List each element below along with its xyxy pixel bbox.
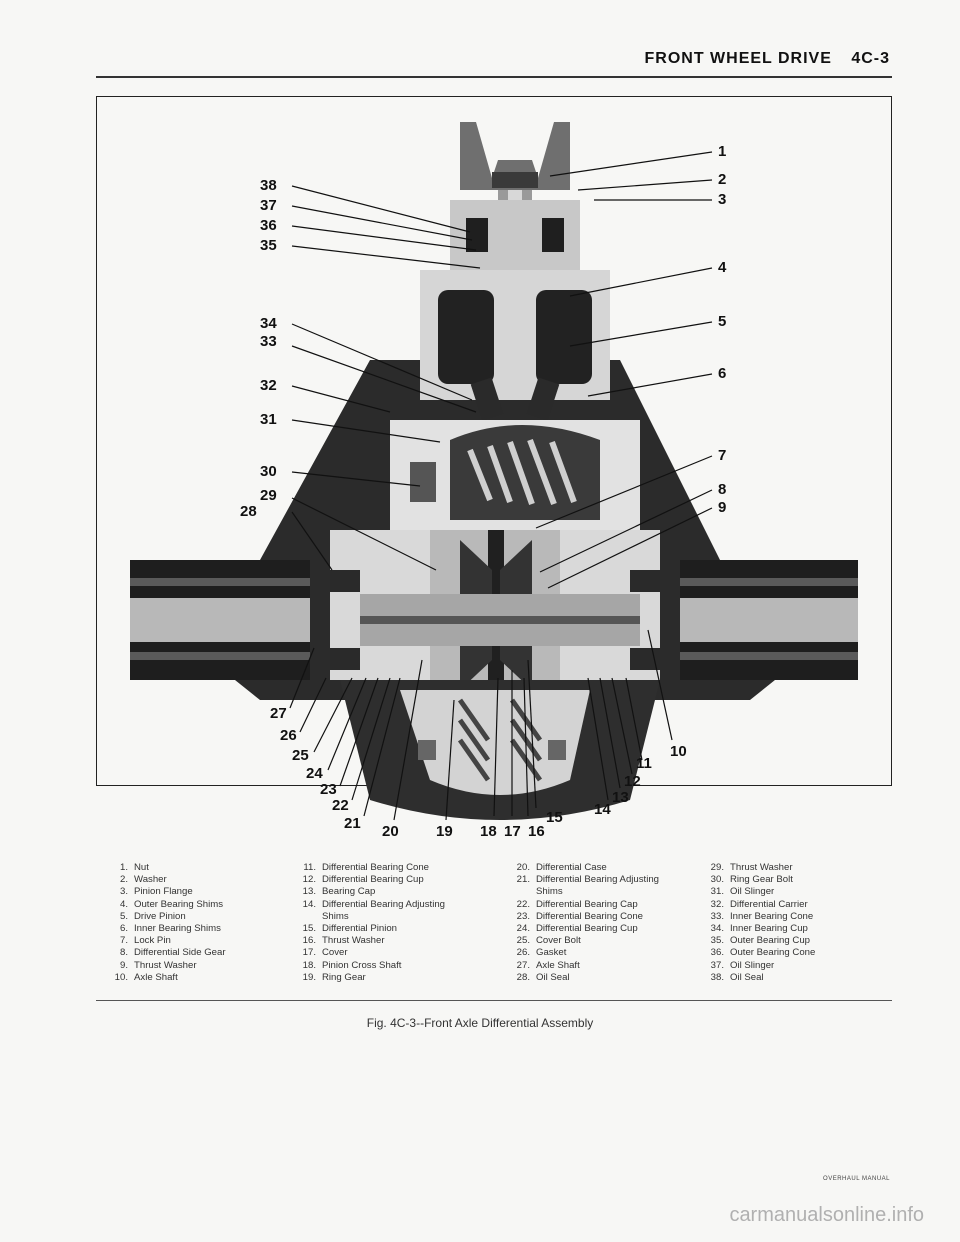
callout-38: 38 <box>260 177 277 194</box>
callout-29: 29 <box>260 487 277 504</box>
legend-item: 32.Differential Carrier <box>710 898 808 910</box>
legend-item: 8.Differential Side Gear <box>119 947 226 959</box>
legend-item: 33.Inner Bearing Cone <box>710 910 814 922</box>
callout-31: 31 <box>260 411 277 428</box>
header-page-number: 4C-3 <box>851 50 890 67</box>
callout-5: 5 <box>718 313 726 330</box>
callout-19: 19 <box>436 823 453 840</box>
footer-tag: OVERHAUL MANUAL <box>823 1176 890 1182</box>
callout-3: 3 <box>718 191 726 208</box>
legend-item: 24.Differential Bearing Cup <box>516 923 638 935</box>
callout-37: 37 <box>260 197 277 214</box>
callout-21: 21 <box>344 815 361 832</box>
callout-27: 27 <box>270 705 287 722</box>
legend-item: 6.Inner Bearing Shims <box>119 923 221 935</box>
callout-17: 17 <box>504 823 521 840</box>
callout-7: 7 <box>718 447 726 464</box>
legend-column-1: 1.Nut 2.Washer 3.Pinion Flange 4.Outer B… <box>112 862 226 984</box>
callout-22: 22 <box>332 797 349 814</box>
callout-25: 25 <box>292 747 309 764</box>
legend-item: 13.Bearing Cap <box>302 886 376 898</box>
legend-item: 18.Pinion Cross Shaft <box>302 959 402 971</box>
callout-20: 20 <box>382 823 399 840</box>
callout-1: 1 <box>718 143 726 160</box>
legend-item: 14.Differential Bearing Adjusting <box>302 898 446 910</box>
legend-item: 4.Outer Bearing Shims <box>119 898 224 910</box>
page-header: FRONT WHEEL DRIVE 4C-3 <box>630 50 890 68</box>
callout-12: 12 <box>624 773 641 790</box>
legend-item: 25.Cover Bolt <box>516 935 581 947</box>
legend-item: 38.Oil Seal <box>710 971 764 983</box>
legend-item: 31.Oil Slinger <box>710 886 775 898</box>
legend-item: 12.Differential Bearing Cup <box>302 874 424 886</box>
callout-15: 15 <box>546 809 563 826</box>
watermark: carmanualsonline.info <box>729 1204 924 1226</box>
callout-28: 28 <box>240 503 257 520</box>
legend-item: 7.Lock Pin <box>119 935 171 947</box>
legend-item: 1.Nut <box>119 862 149 873</box>
legend-item: 20.Differential Case <box>516 862 607 873</box>
legend-item: 22.Differential Bearing Cap <box>516 898 638 910</box>
callout-18: 18 <box>480 823 497 840</box>
legend-item: 15.Differential Pinion <box>302 923 398 935</box>
legend-item-continuation: Shims <box>322 910 349 922</box>
header-title: FRONT WHEEL DRIVE <box>644 50 832 67</box>
legend-item: 21.Differential Bearing Adjusting <box>516 874 660 886</box>
callout-9: 9 <box>718 499 726 516</box>
legend-item: 16.Thrust Washer <box>302 935 385 947</box>
callout-26: 26 <box>280 727 297 744</box>
callout-24: 24 <box>306 765 323 782</box>
legend-column-3: 20.Differential Case 21.Differential Bea… <box>514 862 659 984</box>
callout-30: 30 <box>260 463 277 480</box>
legend-item: 27.Axle Shaft <box>516 959 580 971</box>
callout-2: 2 <box>718 171 726 188</box>
callout-8: 8 <box>718 481 726 498</box>
legend-item: 34.Inner Bearing Cup <box>710 923 808 935</box>
callout-34: 34 <box>260 315 277 332</box>
legend-item: 3.Pinion Flange <box>119 886 193 898</box>
legend-item: 37.Oil Slinger <box>710 959 775 971</box>
callout-6: 6 <box>718 365 726 382</box>
legend-item: 19.Ring Gear <box>302 971 366 983</box>
callout-10: 10 <box>670 743 687 760</box>
legend-item: 11.Differential Bearing Cone <box>303 862 430 873</box>
legend-item: 17.Cover <box>302 947 348 959</box>
legend-item: 36.Outer Bearing Cone <box>710 947 816 959</box>
figure-bottom-rule <box>96 1000 892 1001</box>
figure-caption: Fig. 4C-3--Front Axle Differential Assem… <box>366 1016 594 1030</box>
legend-item: 35.Outer Bearing Cup <box>710 935 810 947</box>
legend-item: 5.Drive Pinion <box>119 910 186 922</box>
legend-item: 9.Thrust Washer <box>119 959 197 971</box>
callout-23: 23 <box>320 781 337 798</box>
callout-33: 33 <box>260 333 277 350</box>
callout-11: 11 <box>636 755 652 772</box>
legend-item-continuation: Shims <box>536 886 563 898</box>
callout-35: 35 <box>260 237 277 254</box>
callout-36: 36 <box>260 217 277 234</box>
header-rule <box>96 76 892 78</box>
legend-item: 30.Ring Gear Bolt <box>710 874 793 886</box>
differential-illustration: 38 37 36 35 34 33 32 31 30 29 28 1 2 3 4… <box>130 122 858 840</box>
legend-item: 2.Washer <box>119 874 167 886</box>
legend-column-2: 11.Differential Bearing Cone 12.Differen… <box>300 862 445 984</box>
legend-column-4: 29.Thrust Washer 30.Ring Gear Bolt 31.Oi… <box>708 862 816 984</box>
callout-13: 13 <box>612 789 629 806</box>
legend-item: 26.Gasket <box>516 947 567 959</box>
callout-14: 14 <box>594 801 611 818</box>
legend-item: 23.Differential Bearing Cone <box>516 910 644 922</box>
legend-item: 29.Thrust Washer <box>710 862 793 873</box>
callout-4: 4 <box>718 259 727 276</box>
callout-16: 16 <box>528 823 545 840</box>
legend-item: 10.Axle Shaft <box>114 971 178 983</box>
callout-32: 32 <box>260 377 277 394</box>
legend-item: 28.Oil Seal <box>516 971 570 983</box>
